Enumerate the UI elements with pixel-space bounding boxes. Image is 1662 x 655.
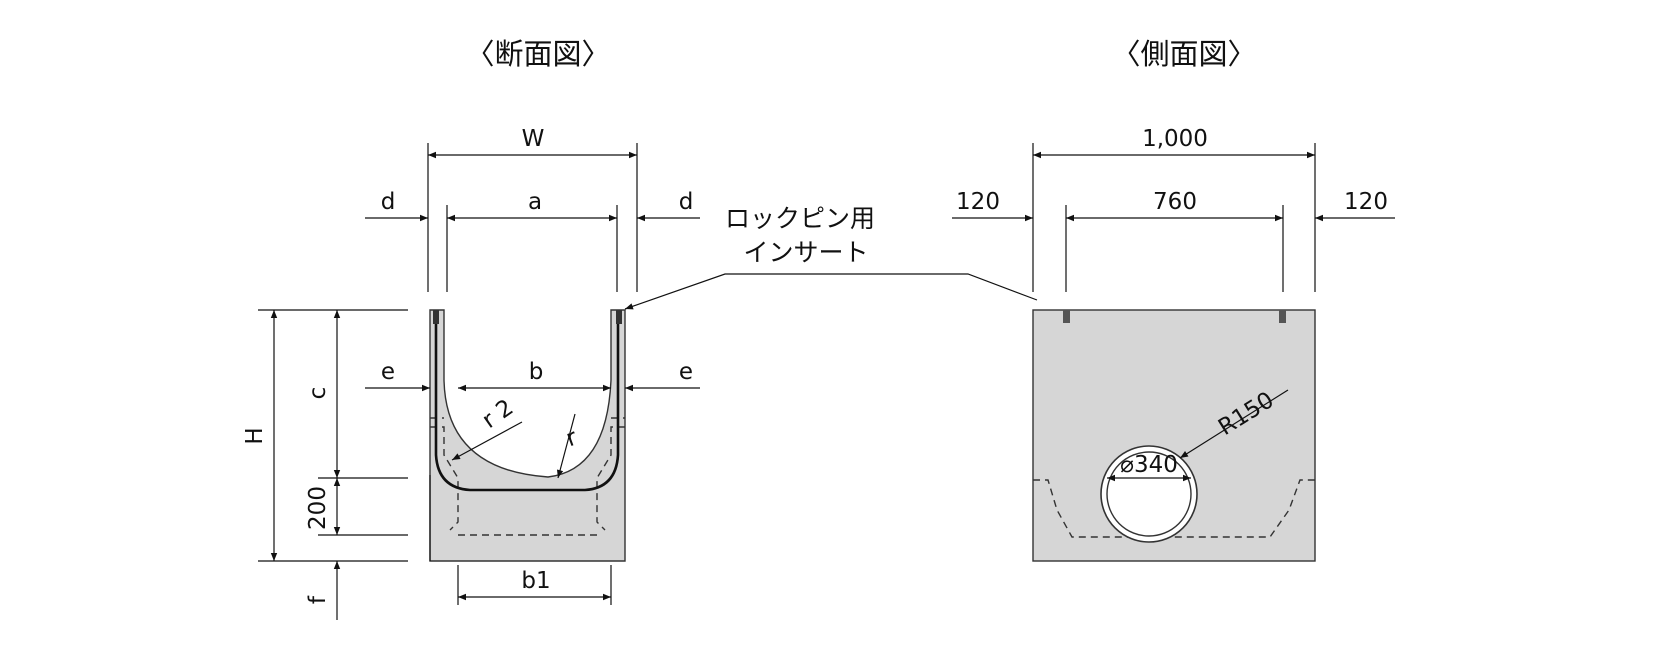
dim-b: b <box>529 359 544 385</box>
side-insert-right <box>1279 310 1286 323</box>
dim-760: 760 <box>1153 189 1197 215</box>
reinforcement-bar <box>434 316 620 492</box>
dim-e-left: e <box>381 359 395 385</box>
dim-f: f <box>305 595 331 604</box>
insert-callout: ロックピン用 インサート <box>624 204 1038 310</box>
label-r2: r 2 <box>478 395 519 434</box>
dim-e-right: e <box>679 359 693 385</box>
dim-1000: 1,000 <box>1142 126 1208 152</box>
dim-d-left: d <box>381 189 396 215</box>
dim-H: H <box>242 427 268 444</box>
section-view: W a d d b e e r 2 r H c <box>242 126 700 620</box>
dim-diameter: ⌀340 <box>1120 452 1178 478</box>
dim-W: W <box>522 126 545 152</box>
note-line2: インサート <box>743 238 868 267</box>
side-view: ⌀340 R150 1,000 760 120 120 <box>952 126 1395 562</box>
insert-left <box>433 310 439 324</box>
channel-body <box>429 309 626 562</box>
dim-120-left: 120 <box>956 189 1000 215</box>
dim-a: a <box>528 189 542 215</box>
dim-d-right: d <box>679 189 694 215</box>
section-view-title: 〈断面図〉 <box>465 37 610 71</box>
insert-right <box>616 310 622 324</box>
pipe-opening-inner <box>1106 451 1192 537</box>
dim-b1: b1 <box>521 568 550 594</box>
side-view-title: 〈側面図〉 <box>1111 37 1256 71</box>
dim-120-right: 120 <box>1344 189 1388 215</box>
dim-c: c <box>305 387 331 400</box>
note-line1: ロックピン用 <box>725 204 875 233</box>
side-insert-left <box>1063 310 1070 323</box>
dim-200: 200 <box>305 486 331 530</box>
